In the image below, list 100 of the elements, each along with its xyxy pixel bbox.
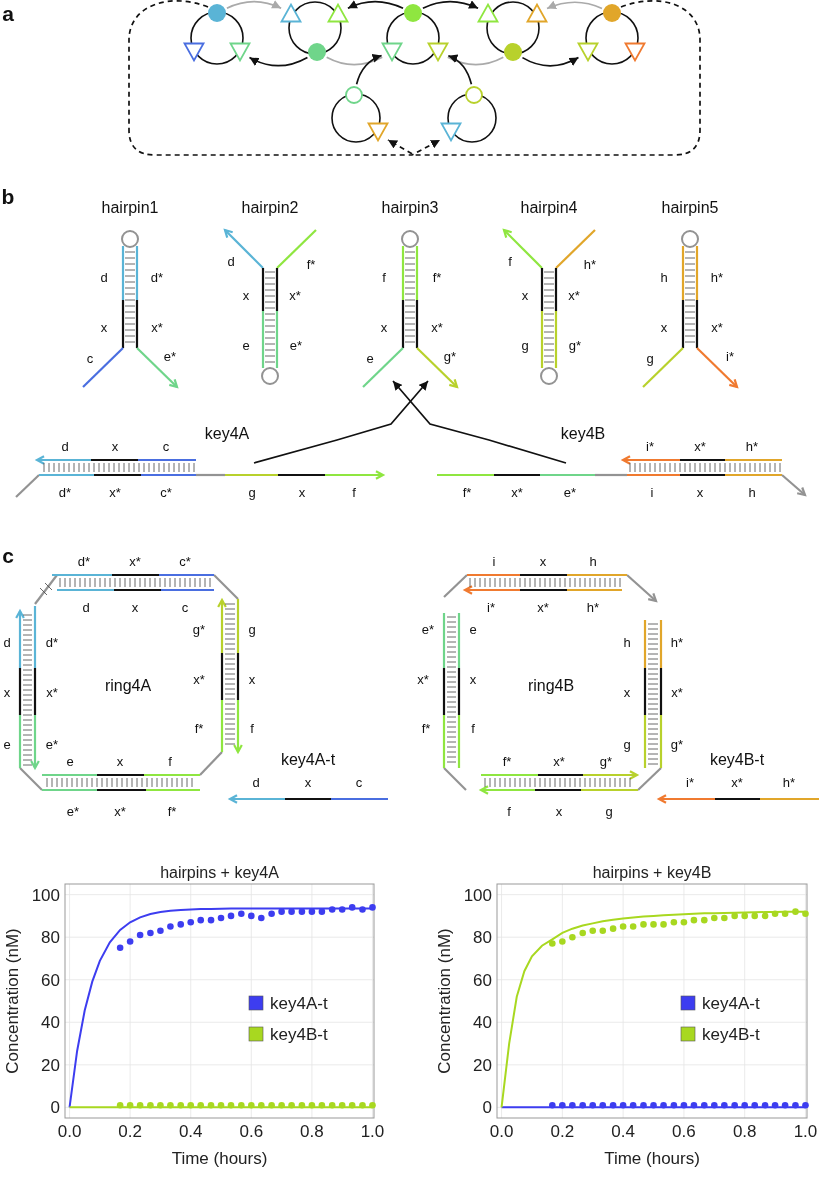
axis-label: Concentration (nM) — [3, 928, 22, 1074]
strand-name: key4A — [204, 424, 250, 444]
domain-label: e* — [563, 484, 577, 500]
domain-label: g* — [192, 621, 206, 637]
axis-label: Time (hours) — [604, 1149, 700, 1168]
tick-label: 60 — [41, 970, 60, 990]
tick-label: 0.4 — [178, 1122, 203, 1141]
strand-name: hairpin3 — [381, 198, 439, 218]
domain-label: x — [298, 484, 306, 500]
legend-label: key4A-t — [702, 994, 760, 1013]
domain-label: e — [66, 753, 74, 769]
arrow — [546, 0, 603, 10]
domain-label: x — [111, 438, 119, 454]
domain-label: x — [248, 671, 256, 687]
domain-label: f* — [432, 269, 442, 285]
domain-label: d — [61, 438, 69, 454]
strand-name: hairpin1 — [101, 198, 159, 218]
tick-label: 0.6 — [672, 1122, 696, 1141]
chart-title: hairpins + key4A — [160, 864, 279, 881]
tick-label: 0.4 — [611, 1122, 635, 1141]
strand-name: ring4B — [527, 676, 575, 696]
arrow — [521, 56, 580, 67]
domain-label: x — [3, 684, 11, 700]
domain-label: i — [650, 484, 654, 500]
domain-label: f — [471, 720, 475, 736]
tick-label: 20 — [473, 1055, 492, 1075]
domain-label: g — [623, 736, 631, 752]
domain-label: x — [660, 319, 668, 335]
domain-label: f* — [306, 256, 316, 272]
domain-label: d — [100, 269, 108, 285]
arrow — [226, 0, 282, 10]
tick-label: 0.0 — [489, 1122, 514, 1141]
tick-label: 60 — [473, 970, 492, 990]
domain-label: e — [366, 350, 374, 366]
domain-label: x* — [731, 774, 743, 790]
domain-label: g — [646, 350, 654, 366]
domain-label: e — [3, 736, 11, 752]
domain-label: g* — [670, 736, 684, 752]
legend-label: key4B-t — [702, 1025, 760, 1044]
domain-label: d* — [58, 484, 72, 500]
axis-label: Concentration (nM) — [435, 928, 454, 1074]
dashed-arrow — [387, 0, 701, 156]
panel-letter: b — [1, 185, 15, 209]
domain-label: x* — [151, 319, 163, 335]
domain-label: g* — [599, 753, 613, 769]
domain-label: d — [82, 599, 90, 615]
tick-label: 100 — [463, 885, 492, 905]
domain-label: x* — [417, 671, 429, 687]
domain-label: c — [181, 599, 189, 615]
domain-label: x — [555, 803, 563, 819]
domain-label: f* — [167, 803, 177, 819]
domain-label: g — [248, 621, 256, 637]
domain-label: h — [748, 484, 756, 500]
domain-label: h* — [586, 599, 600, 615]
domain-label: i* — [646, 438, 654, 454]
domain-label: h — [660, 269, 668, 285]
domain-label: i* — [726, 348, 734, 364]
domain-label: x* — [129, 553, 141, 569]
domain-label: g — [605, 803, 613, 819]
domain-label: g — [521, 337, 529, 353]
domain-label: x* — [511, 484, 523, 500]
domain-label: x — [696, 484, 704, 500]
domain-label: h — [623, 634, 631, 650]
domain-label: d — [252, 774, 260, 790]
domain-label: x* — [711, 319, 723, 335]
tick-label: 0.2 — [550, 1122, 575, 1141]
domain-label: h — [589, 553, 597, 569]
domain-label: i* — [686, 774, 694, 790]
domain-label: g* — [443, 348, 457, 364]
legend-label: key4A-t — [270, 994, 328, 1013]
domain-label: e — [242, 337, 250, 353]
tick-label: 40 — [41, 1013, 60, 1033]
domain-label: d — [3, 634, 11, 650]
domain-label: f — [508, 253, 512, 269]
panel-letter: c — [2, 544, 14, 568]
legend-label: key4B-t — [270, 1025, 328, 1044]
tick-label: 0 — [50, 1098, 60, 1118]
axis-label: Time (hours) — [171, 1149, 268, 1168]
domain-label: i — [492, 553, 496, 569]
domain-label: x — [380, 319, 388, 335]
arrow — [347, 0, 404, 10]
domain-label: c — [86, 350, 94, 366]
domain-label: c* — [179, 553, 191, 569]
domain-label: e* — [163, 348, 177, 364]
domain-label: x* — [193, 671, 205, 687]
tick-label: 0.6 — [239, 1122, 264, 1141]
domain-label: x — [131, 599, 139, 615]
tick-label: 0.8 — [300, 1122, 324, 1141]
domain-label: c — [355, 774, 363, 790]
domain-label: h* — [670, 634, 684, 650]
arrow — [447, 54, 473, 86]
arrow — [422, 0, 479, 10]
strand-name: key4A-t — [280, 750, 336, 770]
domain-label: f — [507, 803, 511, 819]
domain-label: x* — [431, 319, 443, 335]
domain-label: x* — [46, 684, 58, 700]
tick-label: 0.0 — [57, 1122, 82, 1141]
domain-label: i* — [487, 599, 495, 615]
domain-label: x — [304, 774, 312, 790]
domain-label: f — [382, 269, 386, 285]
